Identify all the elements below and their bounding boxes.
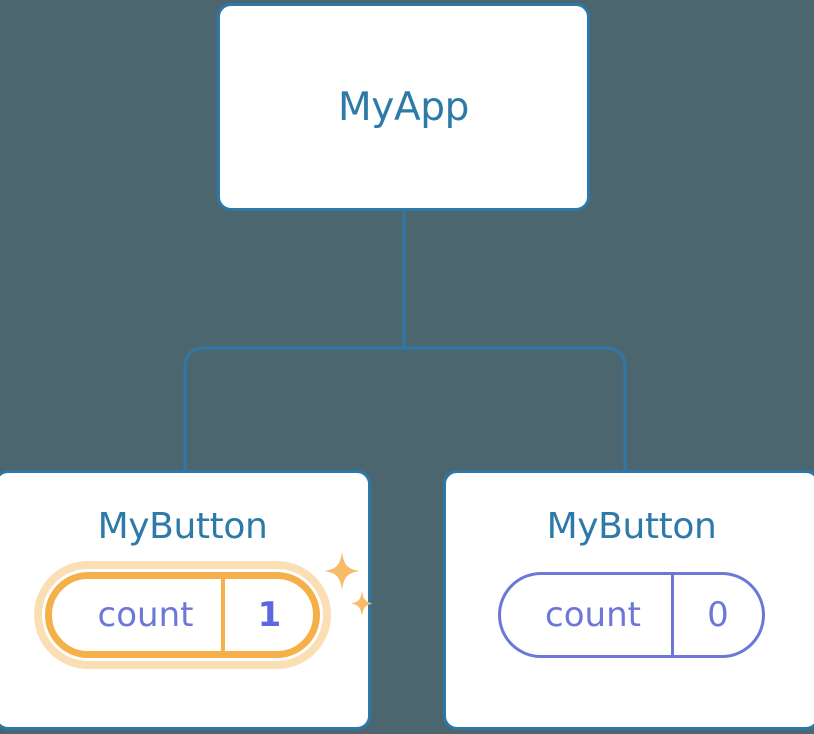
highlight-glow-ring <box>33 561 332 669</box>
node-title: MyButton <box>97 506 268 547</box>
prop-capsule-wrapper: count 1 <box>33 552 374 669</box>
node-title: MyApp <box>338 84 469 130</box>
prop-capsule[interactable]: count 1 <box>44 572 321 658</box>
prop-capsule[interactable]: count 0 <box>498 572 765 658</box>
prop-capsule-wrapper: count 0 <box>498 572 765 658</box>
node-myapp[interactable]: MyApp <box>217 3 590 211</box>
prop-name-label: count <box>97 595 194 635</box>
sparkle-large-icon <box>324 552 361 590</box>
prop-divider <box>221 579 226 651</box>
sparkle-small-icon <box>351 591 374 616</box>
node-mybutton-left[interactable]: MyButton count 1 <box>0 470 374 730</box>
connector-branch-left <box>183 346 404 472</box>
node-title: MyButton <box>546 506 717 547</box>
prop-value-label: 1 <box>257 595 282 635</box>
prop-name-label: count <box>545 595 641 635</box>
node-mybutton-right[interactable]: MyButton count 0 <box>443 470 814 730</box>
prop-divider <box>670 575 674 655</box>
connector-branch-right <box>404 346 627 472</box>
prop-value-label: 0 <box>707 595 729 635</box>
sparkles-group <box>324 552 374 616</box>
